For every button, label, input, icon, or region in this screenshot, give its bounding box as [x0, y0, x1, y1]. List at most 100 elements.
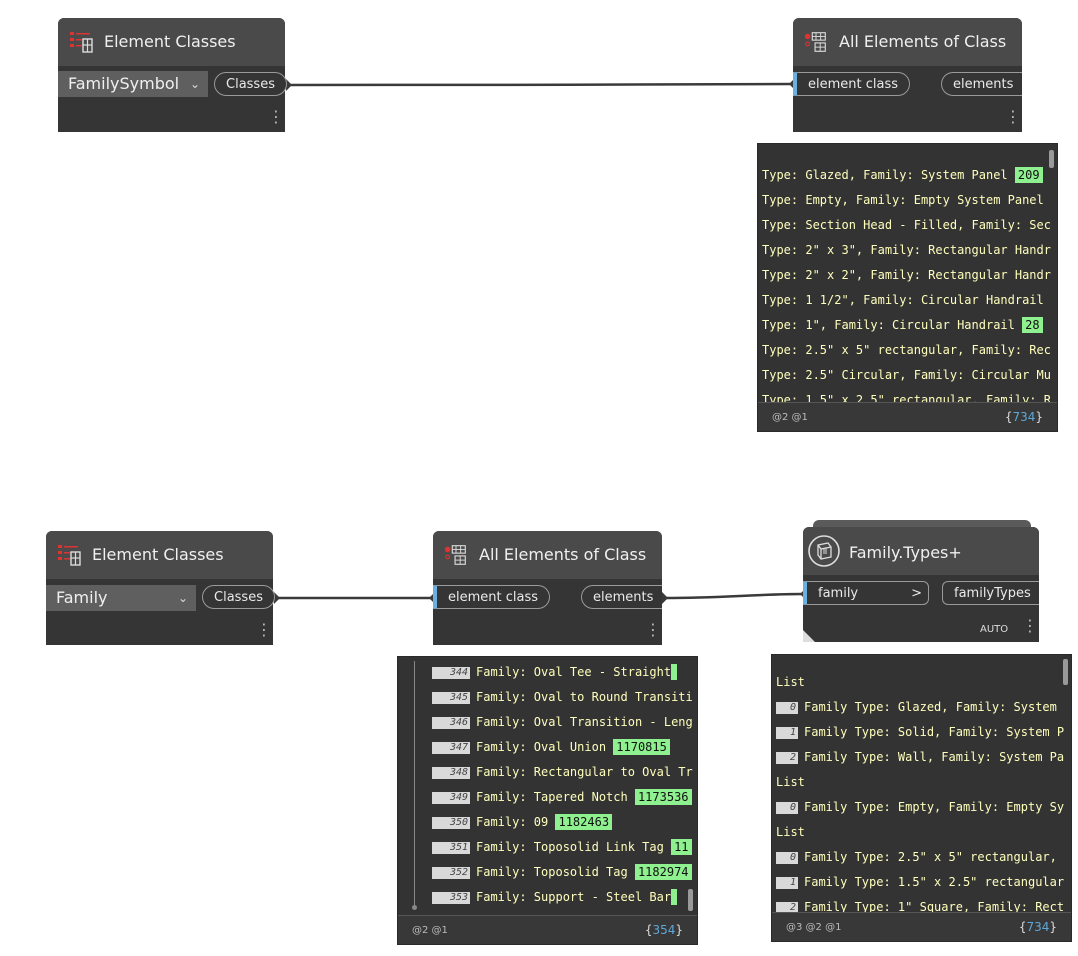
list-item-text: Family Type: Wall, Family: System Pa — [804, 750, 1065, 764]
list-item-text: Family: Oval Union — [476, 740, 607, 754]
wire-bottom-2 — [664, 592, 804, 600]
preview-line-text: Type: Glazed, Family: System Panel — [762, 168, 1008, 182]
list-index: 1 — [776, 727, 798, 739]
preview-line: Type: 2" x 2", Family: Rectangular Handr — [762, 268, 1051, 282]
output-port-elements[interactable]: elements — [941, 72, 1022, 96]
element-id-badge[interactable]: 1182463 — [555, 814, 613, 830]
element-id-badge[interactable]: 1182974 — [634, 864, 692, 880]
list-item-text: Family Type: 1.5" x 2.5" rectangular — [804, 875, 1065, 889]
preview-line-text: Type: 2.5" Circular, Family: Circular Mu — [762, 368, 1051, 382]
list-item-text: Family: Oval Transition - Leng — [476, 715, 693, 729]
dropdown-value: Family — [56, 588, 108, 607]
list-item: 2 Family Type: 1" Square, Family: Rect — [776, 900, 1064, 914]
node-header[interactable]: Family.Types+ — [803, 527, 1039, 575]
list-item-text: Family: 09 — [476, 815, 549, 829]
input-port-element-class[interactable]: element class — [433, 585, 551, 609]
element-id-badge[interactable]: 11 — [671, 839, 692, 855]
preview-line-text: Type: 2.5" x 5" rectangular, Family: Rec — [762, 343, 1051, 357]
node-family-types[interactable]: Family.Types+ family > familyTypes AUTO … — [803, 527, 1039, 642]
list-index: 350 — [432, 817, 470, 829]
class-dropdown[interactable]: Family ⌄ — [46, 585, 196, 611]
all-elements-icon — [444, 545, 466, 565]
node-menu-icon[interactable]: ⋮ — [645, 620, 661, 639]
list-item-text: Family: Toposolid Tag — [476, 865, 628, 879]
input-port-family[interactable]: family > — [803, 581, 929, 605]
element-id-badge[interactable] — [671, 889, 678, 905]
node-menu-icon[interactable]: ⋮ — [1005, 107, 1021, 126]
output-port-classes[interactable]: Classes — [214, 72, 287, 96]
node-title: All Elements of Class — [839, 32, 1007, 51]
output-port-classes[interactable]: Classes — [202, 585, 275, 609]
list-item-text: Family Type: 1" Square, Family: Rect — [804, 900, 1065, 914]
scrollbar[interactable] — [1049, 150, 1054, 168]
element-id-badge[interactable] — [671, 664, 678, 680]
list-item-text: List — [776, 675, 805, 689]
element-id-badge[interactable]: 28 — [1022, 317, 1043, 333]
expand-arrow-icon[interactable]: > — [911, 586, 922, 601]
list-levels: @2 @1 — [772, 412, 808, 423]
list-item: 0 Family Type: Glazed, Family: System — [776, 700, 1057, 714]
node-element-classes-bottom[interactable]: Element Classes Family ⌄ Classes ⋮ — [46, 531, 275, 645]
list-item-text: Family Type: 2.5" x 5" rectangular, — [804, 850, 1057, 864]
list-item-text: List — [776, 825, 805, 839]
list-item: 352 Family: Toposolid Tag 1182974 — [432, 864, 692, 880]
output-port-elements[interactable]: elements — [581, 585, 662, 609]
preview-line-text: Type: 2" x 2", Family: Rectangular Handr — [762, 268, 1051, 282]
node-menu-icon[interactable]: ⋮ — [268, 107, 284, 126]
resize-corner-icon[interactable] — [803, 630, 815, 642]
lacing-label[interactable]: AUTO — [980, 624, 1009, 635]
preview-panel-bottom-right[interactable]: List 0 Family Type: Glazed, Family: System… — [771, 654, 1072, 942]
preview-line-text: Type: 2" x 3", Family: Rectangular Handr — [762, 243, 1051, 257]
class-dropdown[interactable]: FamilySymbol ⌄ — [58, 71, 208, 97]
node-header[interactable]: Element Classes — [58, 18, 285, 66]
input-port-element-class[interactable]: element class — [793, 72, 911, 96]
scrollbar[interactable] — [1063, 659, 1068, 685]
list-header: List — [776, 675, 805, 689]
list-index: 0 — [776, 702, 798, 714]
node-header[interactable]: All Elements of Class — [433, 531, 662, 579]
list-item-text: Family: Toposolid Link Tag — [476, 840, 664, 854]
list-item-text: Family Type: Empty, Family: Empty Sy — [804, 800, 1065, 814]
list-index: 347 — [432, 742, 470, 754]
element-id-badge[interactable]: 1173536 — [634, 789, 692, 805]
node-menu-icon[interactable]: ⋮ — [256, 620, 272, 639]
node-header[interactable]: All Elements of Class — [793, 18, 1022, 66]
scrollbar[interactable] — [688, 889, 693, 911]
element-classes-icon — [58, 545, 81, 566]
list-index: 349 — [432, 792, 470, 804]
list-index: 352 — [432, 867, 470, 879]
list-item-text: List — [776, 775, 805, 789]
node-element-classes-top[interactable]: Element Classes FamilySymbol ⌄ Classes ⋮ — [58, 18, 287, 132]
preview-line-text: Type: Empty, Family: Empty System Panel — [762, 193, 1044, 207]
element-id-badge[interactable]: 1170815 — [613, 739, 670, 755]
node-menu-icon[interactable]: ⋮ — [1022, 616, 1038, 635]
chevron-down-icon: ⌄ — [189, 77, 200, 91]
all-elements-icon — [804, 32, 826, 52]
list-item-text: Family: Oval Tee - Straight — [476, 665, 672, 679]
element-classes-icon — [70, 32, 93, 53]
list-index: 2 — [776, 902, 798, 914]
list-item-text: Family Type: Solid, Family: System P — [804, 725, 1065, 739]
list-item-text: Family Type: Glazed, Family: System — [804, 700, 1057, 714]
family-types-icon — [808, 535, 840, 567]
item-count: {354} — [644, 923, 683, 937]
preview-line: Type: 1 1/2", Family: Circular Handrail — [762, 293, 1044, 307]
list-item: 1 Family Type: Solid, Family: System P — [776, 725, 1064, 739]
output-port-family-types[interactable]: familyTypes — [942, 581, 1039, 605]
list-levels: @2 @1 — [412, 925, 448, 936]
node-all-elements-top[interactable]: All Elements of Class element class elem… — [793, 18, 1022, 132]
item-count: {734} — [1018, 920, 1057, 934]
element-id-badge[interactable]: 209 — [1014, 167, 1043, 183]
node-header[interactable]: Element Classes — [46, 531, 273, 579]
node-all-elements-bottom[interactable]: All Elements of Class element class elem… — [433, 531, 662, 645]
